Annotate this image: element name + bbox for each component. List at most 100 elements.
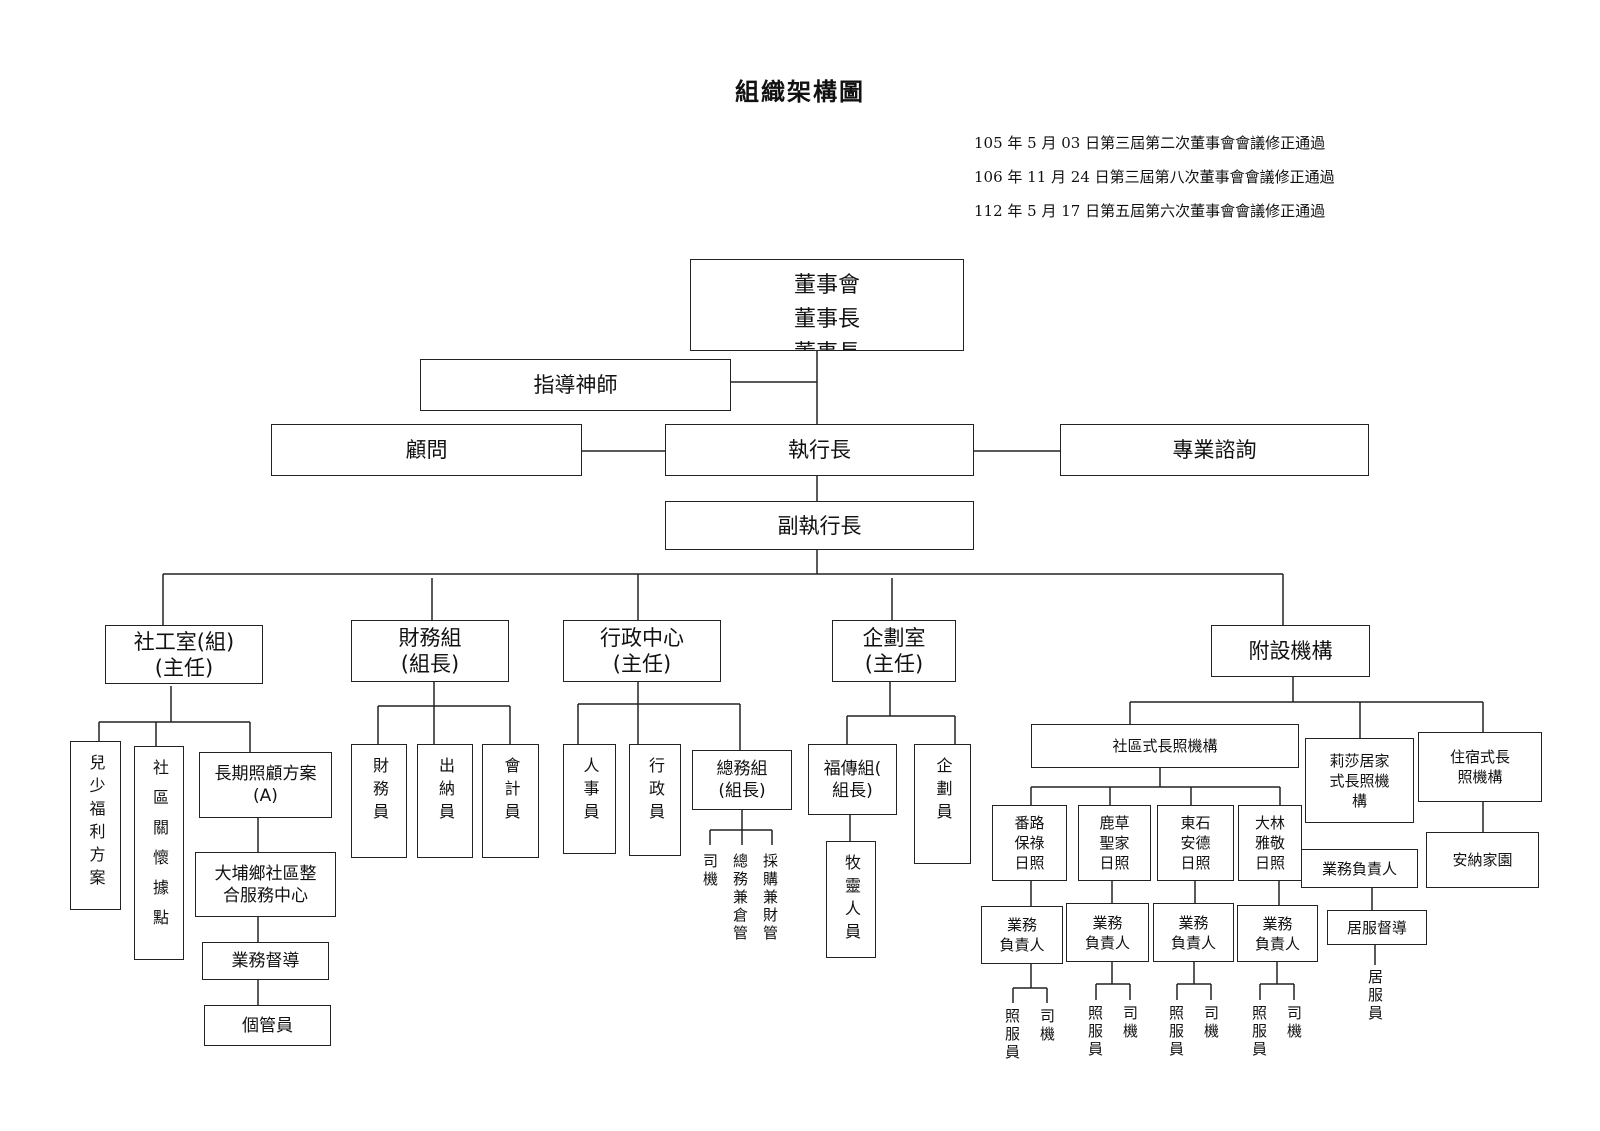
general-affairs-label: 總務組: [716, 759, 768, 779]
ceo-label: 執行長: [788, 438, 851, 462]
day-care-head-label-2: 負責人: [1084, 933, 1130, 952]
social-work-head-label: (主任): [154, 655, 214, 680]
supervisor-label: 業務督導: [231, 951, 300, 971]
day-care-name-1: 東石: [1180, 814, 1211, 832]
day-care-name-3: 日照: [1180, 854, 1211, 872]
day-care-name-1: 鹿草: [1099, 814, 1130, 832]
planning-label: 企劃室: [862, 626, 926, 650]
child-welfare-label: 兒少福利方案: [86, 754, 106, 892]
driver-label: 司機: [1202, 1005, 1220, 1041]
day-care-head-label-1: 業務: [1178, 913, 1209, 932]
social-work-label: 社工室(組): [133, 629, 235, 654]
driver-label: 司機: [701, 853, 719, 889]
revision-note: 112 年 5 月 17 日第五屆第六次董事會會議修正通過: [974, 202, 1326, 220]
pastor-label: 指導神師: [533, 373, 618, 397]
treasurer-box: 財務員: [351, 744, 407, 858]
ceo-box: 執行長: [665, 424, 974, 476]
planning-head-label: (主任): [864, 652, 924, 676]
cashier-label: 出納員: [436, 757, 455, 826]
hr-box: 人事員: [563, 744, 616, 854]
ltc-plan-label: 長期照顧方案: [214, 764, 317, 784]
ltc-plan-box: 長期照顧方案 (A): [199, 752, 332, 818]
gospel-head-label: 組長): [832, 780, 873, 801]
residential-ltc-box: 住宿式長 照機構: [1418, 732, 1542, 802]
child-welfare-box: 兒少福利方案: [70, 741, 121, 910]
planner-label: 企劃員: [933, 757, 953, 826]
day-care-name-3: 日照: [1254, 854, 1285, 872]
home-supervisor-box: 居服督導: [1327, 910, 1427, 945]
dapu-center-label-2: 合服務中心: [223, 885, 308, 906]
affiliated-box: 附設機構: [1211, 625, 1370, 677]
chairman-label: 董事長: [793, 307, 860, 332]
cashier-box: 出納員: [417, 744, 473, 858]
accountant-label: 會計員: [501, 757, 521, 826]
board-label: 董事會: [793, 273, 860, 298]
lisa-home-label-3: 構: [1351, 791, 1367, 810]
treasurer-label: 財務員: [370, 757, 389, 826]
community-ltc-label: 社區式長照機構: [1112, 737, 1218, 755]
gospel-label: 福傳組(: [823, 758, 882, 779]
vice-ceo-label: 副執行長: [777, 513, 862, 538]
day-care-head-box: 業務 負責人: [1153, 903, 1234, 962]
day-care-box: 大林 雅敬 日照: [1238, 805, 1302, 881]
planning-box: 企劃室 (主任): [832, 620, 956, 682]
day-care-head-label-2: 負責人: [999, 936, 1045, 954]
day-care-name-2: 安德: [1180, 834, 1211, 852]
day-care-box: 番路 保祿 日照: [992, 805, 1067, 881]
chairman-clipped-label: 董事長: [691, 337, 963, 350]
revision-note: 106 年 11 月 24 日第三屆第八次董事會會議修正通過: [974, 168, 1335, 186]
admin-center-label: 行政中心: [600, 626, 684, 650]
day-care-box: 鹿草 聖家 日照: [1078, 805, 1151, 881]
day-care-name-2: 聖家: [1099, 834, 1130, 852]
finance-box: 財務組 (組長): [351, 620, 509, 682]
day-care-head-box: 業務 負責人: [1237, 905, 1318, 962]
day-care-name-1: 番路: [1014, 814, 1045, 832]
annai-home-box: 安納家園: [1426, 832, 1539, 888]
lisa-home-label-2: 式長照機: [1329, 771, 1390, 790]
business-head-box: 業務負責人: [1301, 849, 1418, 888]
revision-note: 105 年 5 月 03 日第三屆第二次董事會會議修正通過: [974, 134, 1326, 152]
gospel-box: 福傳組( 組長): [808, 744, 897, 815]
day-care-name-3: 日照: [1099, 854, 1130, 872]
general-affairs-head-label: (組長): [718, 781, 766, 801]
day-care-head-box: 業務 負責人: [981, 906, 1063, 964]
caregiver-label: 照服員: [1003, 1008, 1021, 1062]
driver-label: 司機: [1285, 1005, 1303, 1041]
dapu-center-box: 大埔鄉社區整 合服務中心: [195, 852, 336, 917]
day-care-name-2: 雅敬: [1254, 834, 1285, 852]
pastor-box: 指導神師: [420, 359, 731, 411]
lisa-home-label-1: 莉莎居家: [1329, 751, 1390, 770]
day-care-name-3: 日照: [1014, 854, 1045, 872]
driver-label: 司機: [1121, 1005, 1139, 1041]
day-care-box: 東石 安德 日照: [1157, 805, 1234, 881]
community-ltc-box: 社區式長照機構: [1031, 724, 1299, 768]
admin-staff-box: 行政員: [629, 744, 681, 856]
lisa-home-box: 莉莎居家 式長照機 構: [1305, 738, 1414, 823]
business-head-label: 業務負責人: [1321, 859, 1397, 878]
residential-label-2: 照機構: [1457, 768, 1503, 786]
ltc-plan-sub-label: (A): [253, 786, 278, 806]
community-care-box: 社區關懷據點: [134, 746, 184, 960]
day-care-head-label-2: 負責人: [1254, 934, 1300, 953]
board-box: 董事會 董事長 董事長: [690, 259, 964, 351]
day-care-name-2: 保祿: [1014, 834, 1045, 852]
general-affairs-box: 總務組 (組長): [692, 750, 792, 810]
residential-label-1: 住宿式長: [1449, 748, 1510, 766]
dapu-center-label-1: 大埔鄉社區整: [214, 863, 317, 884]
social-work-box: 社工室(組) (主任): [105, 625, 263, 684]
pastoral-box: 牧靈人員: [826, 841, 876, 958]
driver-label: 司機: [1038, 1008, 1056, 1044]
admin-center-head-label: (主任): [612, 652, 672, 676]
professional-label: 專業諮詢: [1172, 438, 1257, 462]
pastoral-label: 牧靈人員: [842, 854, 861, 946]
admin-staff-label: 行政員: [646, 757, 665, 826]
home-supervisor-label: 居服督導: [1346, 918, 1407, 937]
caregiver-label: 照服員: [1167, 1005, 1185, 1059]
annai-home-label: 安納家園: [1452, 851, 1513, 869]
day-care-name-1: 大林: [1254, 814, 1285, 832]
day-care-head-box: 業務 負責人: [1066, 903, 1149, 962]
professional-box: 專業諮詢: [1060, 424, 1369, 476]
page-title: 組織架構圖: [735, 78, 865, 106]
planner-box: 企劃員: [914, 744, 971, 864]
